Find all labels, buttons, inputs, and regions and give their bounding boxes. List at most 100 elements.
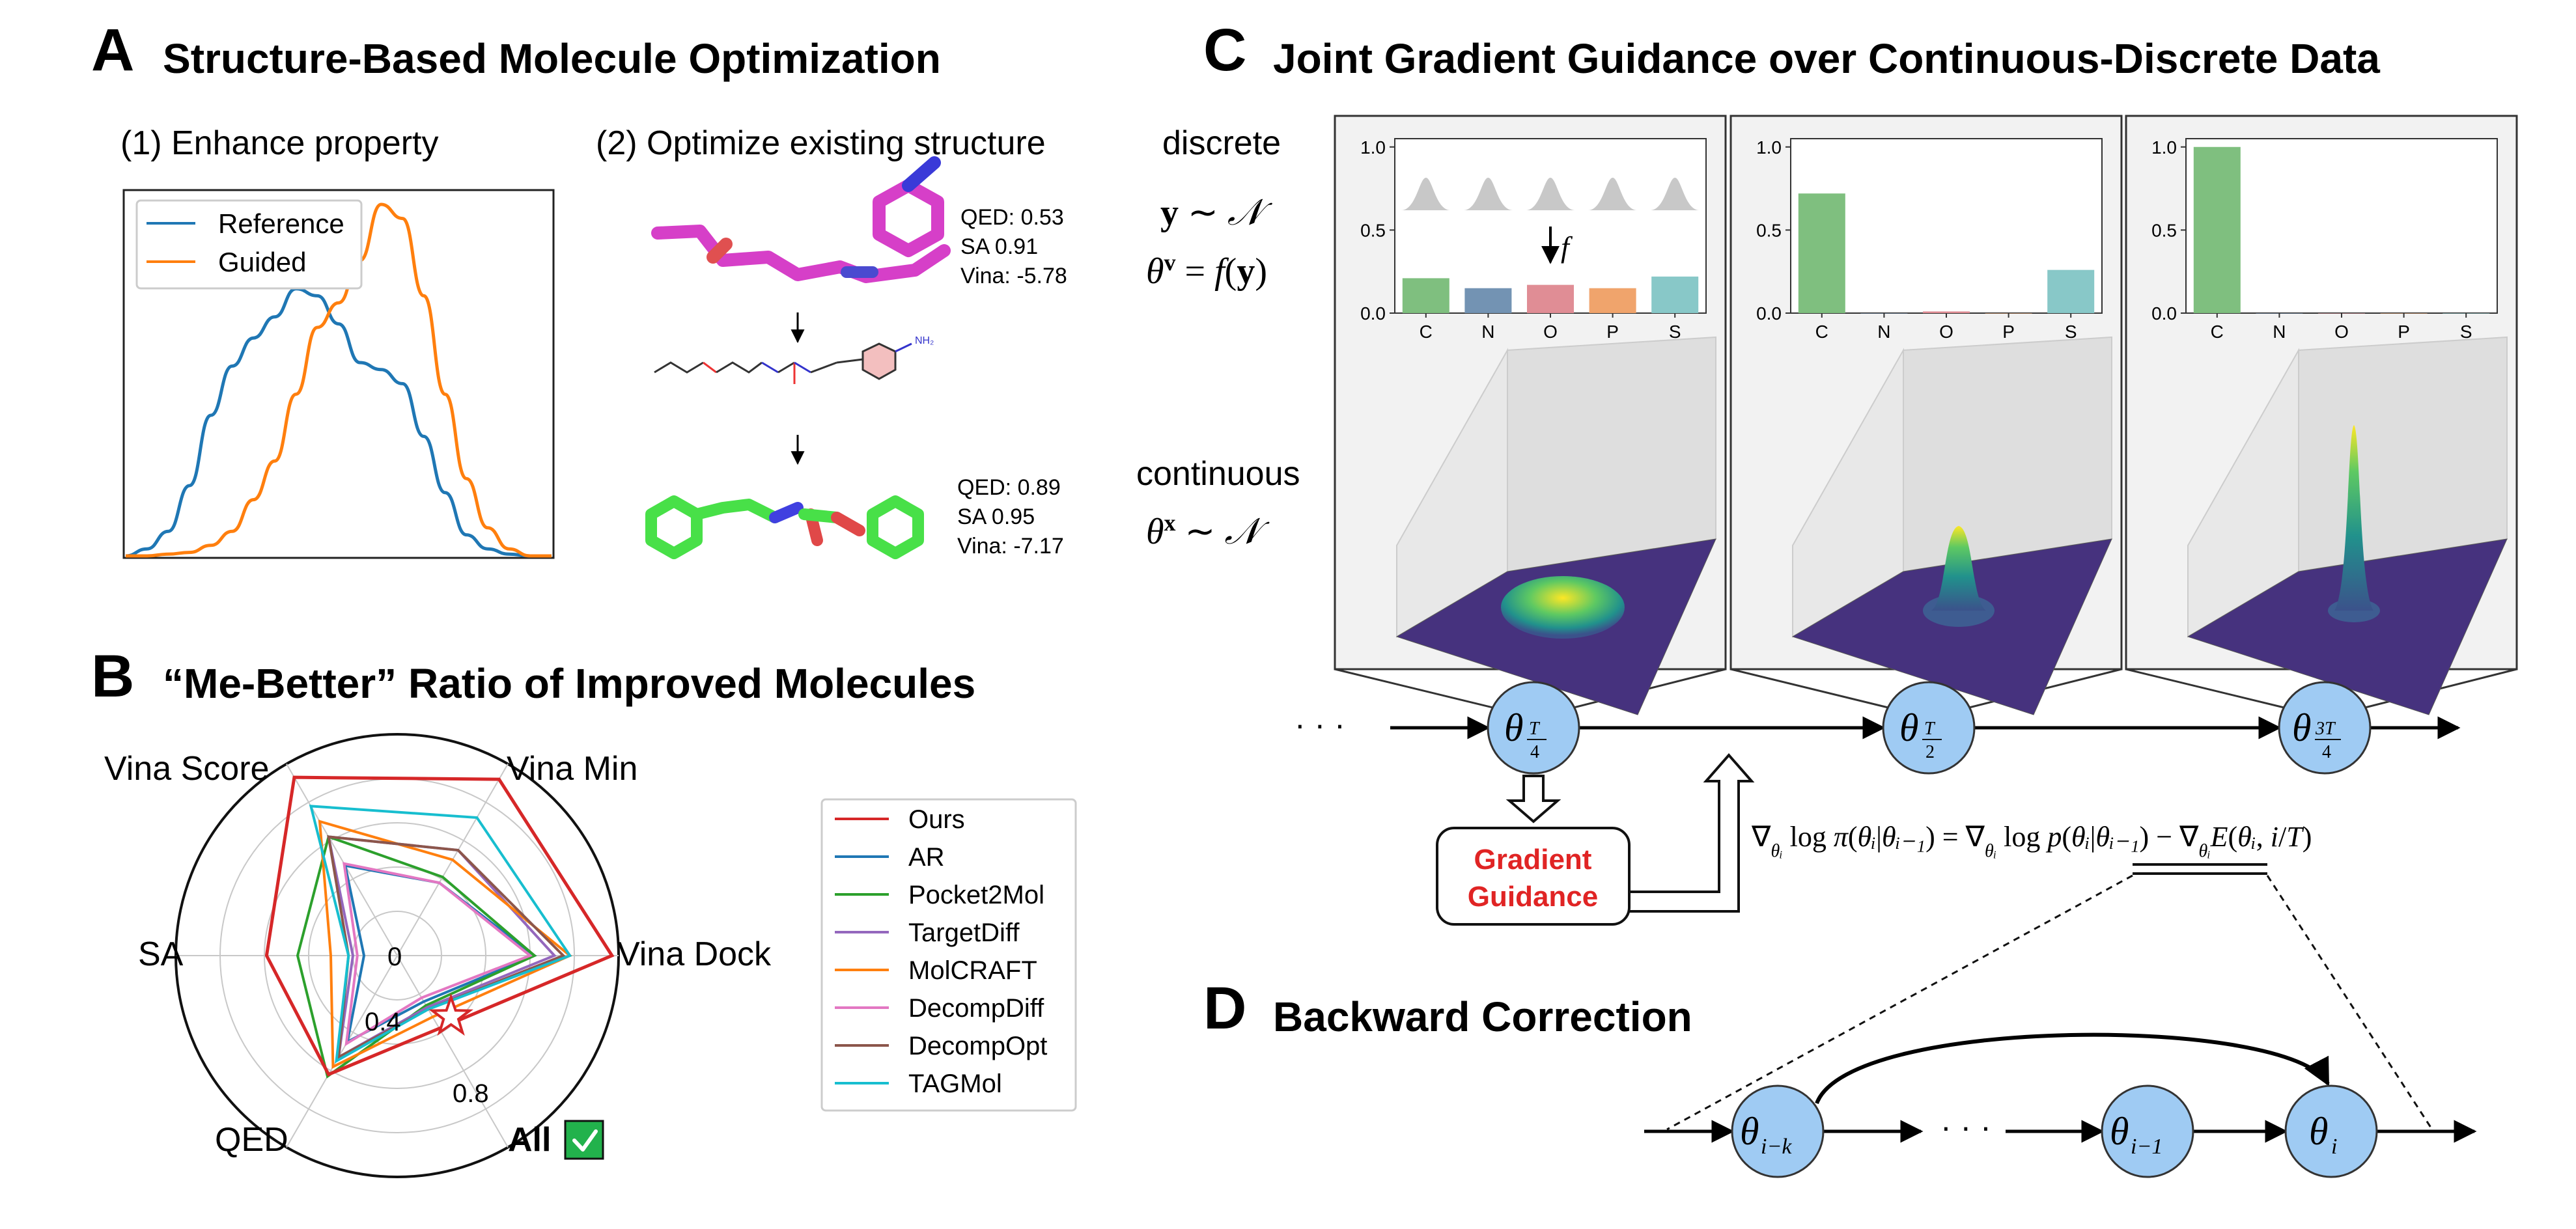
bar-category-label: N [1877, 322, 1890, 342]
timeline-ellipsis: · · · [1295, 706, 1345, 743]
panel-d: D Backward Correction · · · θ i−k θ i−1 … [1203, 874, 2477, 1178]
eq-theta-v: θv = f(y) [1146, 249, 1267, 292]
density-legend: Reference Guided [135, 199, 363, 290]
panel-c-title: Joint Gradient Guidance over Continuous-… [1273, 35, 2380, 82]
svg-text:T: T [1529, 719, 1541, 739]
bar-category-label: O [1543, 322, 1558, 342]
bar-S [2047, 269, 2095, 313]
svg-text:4: 4 [2322, 742, 2331, 762]
bar-category-label: N [1481, 322, 1494, 342]
bar-category-label: S [2460, 322, 2472, 342]
bar-category-label: P [2398, 322, 2410, 342]
svg-text:i−1: i−1 [2131, 1135, 2163, 1159]
svg-text:θ: θ [1504, 706, 1523, 749]
bar-C [2193, 146, 2241, 313]
gaussian-bump [1526, 178, 1575, 210]
panel-a-subtitle-2: (2) Optimize existing structure [596, 124, 1046, 162]
radar-series-ours [264, 775, 615, 1077]
radar-axis-vina-min: Vina Min [507, 750, 637, 788]
stat-sa-top: SA 0.91 [960, 234, 1038, 259]
ytick-label: 0.0 [2151, 303, 2177, 324]
legend-label-tagmol: TAGMol [908, 1070, 1002, 1098]
bar-category-label: P [1606, 322, 1619, 342]
radar-axis-qed: QED [215, 1121, 288, 1159]
ytick-label: 0.5 [2151, 220, 2177, 240]
surface-plot-3d [2187, 336, 2508, 715]
svg-text:T: T [1924, 719, 1936, 739]
backward-correction-arc [1815, 1032, 2330, 1105]
bar-C [1798, 193, 1845, 313]
panel-d-title: Backward Correction [1273, 993, 1692, 1040]
legend-label-molcraft: MolCRAFT [908, 956, 1037, 985]
molecule-bottom-stats: QED: 0.89 SA 0.95 Vina: -7.17 [957, 475, 1064, 559]
legend-reference-label: Reference [218, 208, 344, 239]
radar-series-molcraft [318, 820, 572, 1069]
radar-series-tagmol [309, 805, 572, 1064]
ytick-label: 1.0 [1756, 137, 1782, 158]
bar-category-label: C [1420, 322, 1433, 342]
node-theta-i: θ i [2284, 1084, 2378, 1178]
svg-text:2: 2 [1925, 742, 1935, 762]
panel-b-letter: B [91, 643, 134, 710]
molecule-optimized [645, 495, 924, 559]
node-theta-t4: θ T 4 [1487, 681, 1580, 775]
bar-N [1464, 288, 1512, 313]
star-icon [428, 993, 473, 1036]
legend-label-targetdiff: TargetDiff [908, 918, 1020, 947]
bar-category-label: S [2065, 322, 2077, 342]
svg-text:i−k: i−k [1761, 1135, 1792, 1159]
radar-axis-vina-dock: Vina Dock [617, 935, 772, 973]
node-theta-i-1: θ i−1 [2101, 1084, 2194, 1178]
radar-axis-sa: SA [138, 935, 184, 973]
svg-text:θ: θ [2110, 1110, 2129, 1153]
gaussian-bump [1588, 178, 1638, 210]
legend-label-pocket2mol: Pocket2Mol [908, 881, 1044, 909]
svg-text:θ: θ [1899, 706, 1918, 749]
node-theta-i-k: θ i−k [1731, 1084, 1825, 1178]
radar-axis-all: All [508, 1121, 551, 1159]
panel-a-letter: A [91, 17, 134, 83]
svg-text:i: i [2331, 1135, 2337, 1159]
density-line-reference [125, 287, 552, 558]
hollow-arrow-down [1505, 775, 1561, 823]
panel-b: B “Me-Better” Ratio of Improved Molecule… [91, 643, 1077, 1178]
bar-category-label: N [2273, 322, 2286, 342]
panel-c: C Joint Gradient Guidance over Continuou… [1136, 17, 2518, 926]
radar-tick-0.8: 0.8 [453, 1079, 489, 1108]
eq-y-normal: y ∼ 𝒩 [1160, 193, 1273, 233]
legend-label-decompopt: DecompOpt [908, 1032, 1047, 1060]
discrete-equations: y ∼ 𝒩 θv = f(y) [1146, 193, 1273, 292]
radar-chart: 0 0.4 0.8 [175, 733, 620, 1178]
svg-text:θ: θ [1740, 1110, 1759, 1153]
legend-label-ours: Ours [908, 805, 965, 834]
svg-text:3T: 3T [2315, 719, 2336, 739]
gradient-guidance-line-1: Gradient [1474, 844, 1592, 876]
radar-tick-0: 0 [387, 943, 402, 971]
bar-category-label: P [2002, 322, 2015, 342]
zoom-line-right [2266, 875, 2433, 1130]
ytick-label: 0.0 [1360, 303, 1386, 324]
svg-text:θ: θ [2292, 706, 2311, 749]
gradient-guidance-line-2: Guidance [1468, 881, 1599, 913]
radar-tick-0.4: 0.4 [365, 1008, 401, 1036]
gaussian-bump [1463, 178, 1513, 210]
timeline: · · · θ T 4 θ T 2 θ 3T [1295, 681, 2461, 926]
stat-vina-top: Vina: -5.78 [960, 264, 1067, 288]
radar-legend-items: OursARPocket2MolTargetDiffMolCRAFTDecomp… [835, 805, 1047, 1098]
density-plot: Reference Guided [122, 189, 555, 559]
panel-a: A Structure-Based Molecule Optimization … [91, 17, 1067, 559]
svg-text:4: 4 [1530, 742, 1539, 762]
radar-spoke [286, 764, 398, 956]
ytick-label: 1.0 [1360, 137, 1386, 158]
gradient-guidance-button[interactable]: Gradient Guidance [1436, 827, 1631, 926]
chain-ellipsis: · · · [1940, 1109, 1991, 1145]
ytick-label: 0.0 [1756, 303, 1782, 324]
legend-label-decompdiff: DecompDiff [908, 994, 1044, 1023]
bar-P [1589, 288, 1636, 313]
nh2-label: NH₂ [915, 335, 934, 346]
stat-qed-top: QED: 0.53 [960, 205, 1064, 230]
bar-category-label: O [2334, 322, 2349, 342]
